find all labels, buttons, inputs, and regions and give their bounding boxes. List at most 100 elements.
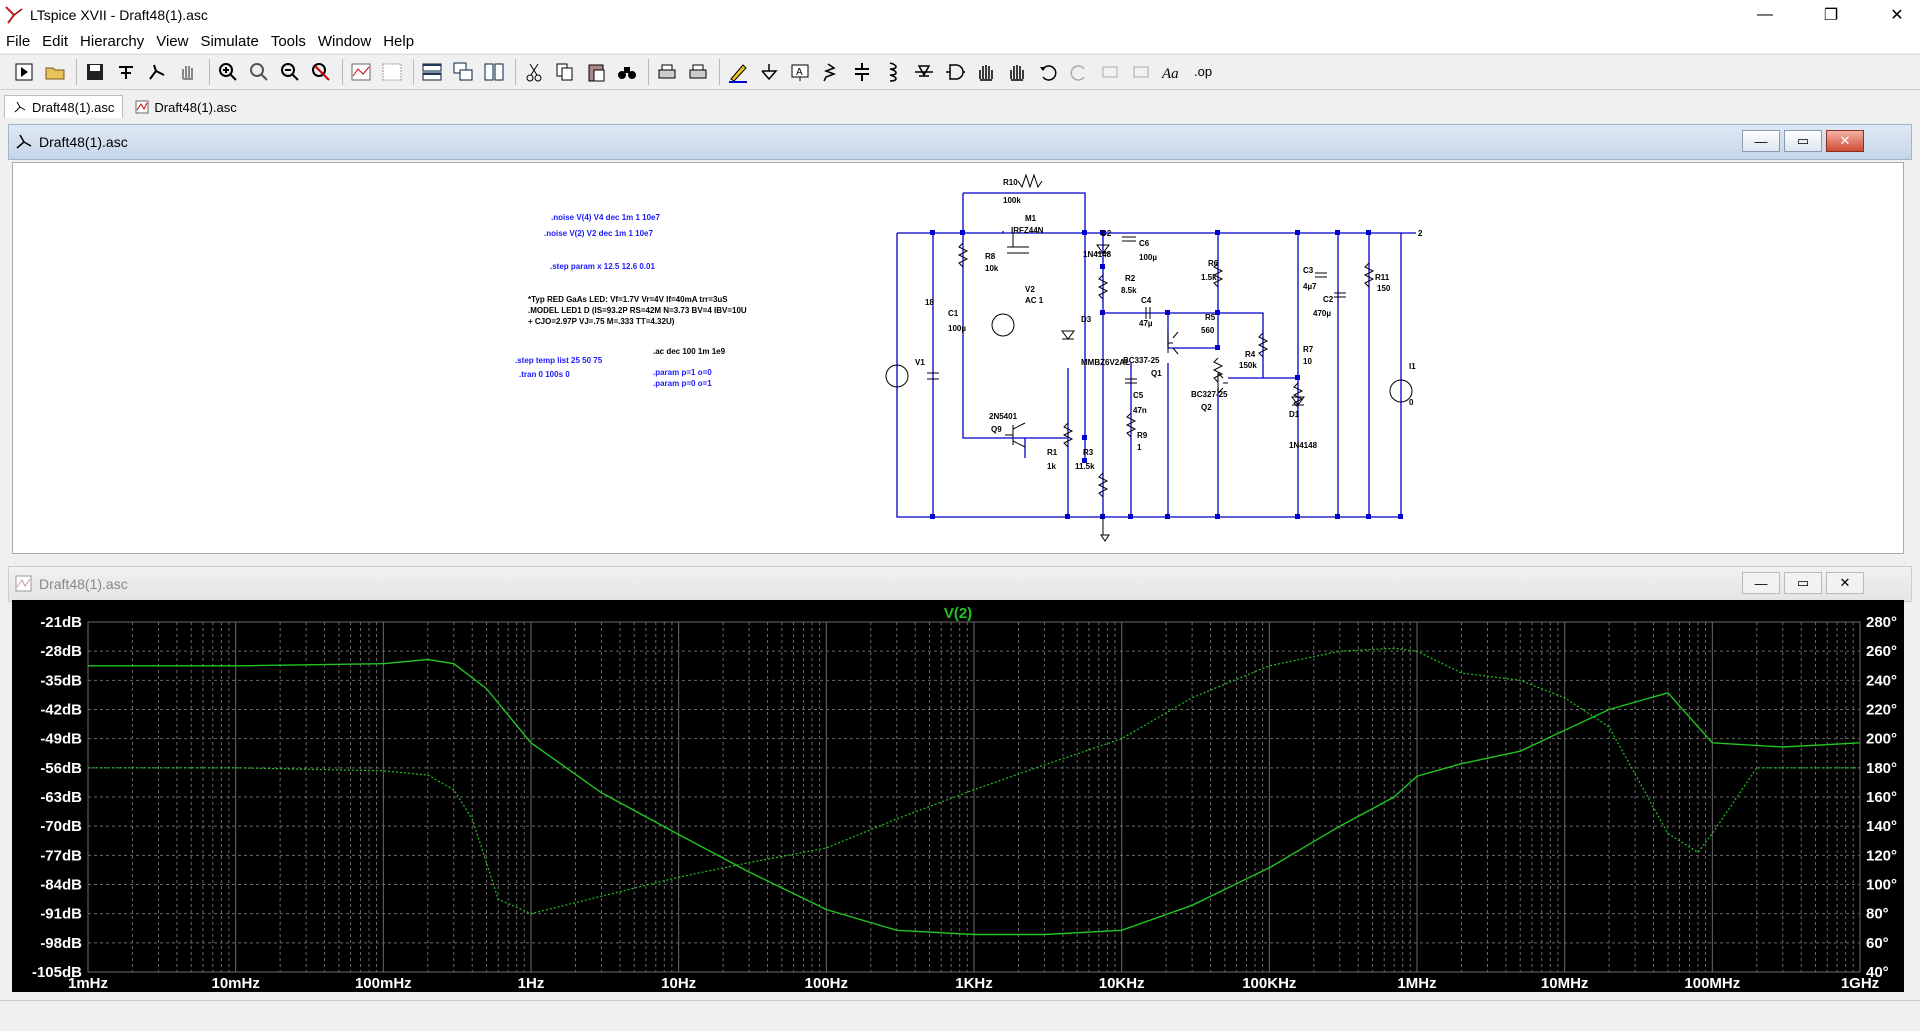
i1-name[interactable]: I1 [1409, 362, 1416, 371]
v1-value[interactable]: 18 [925, 298, 934, 307]
v2-value[interactable]: AC 1 [1025, 296, 1044, 305]
c2-name[interactable]: C2 [1323, 295, 1334, 304]
run-icon[interactable] [143, 58, 171, 86]
q2-value[interactable]: BC327-25 [1191, 390, 1228, 399]
menu-view[interactable]: View [156, 32, 189, 50]
d3-value[interactable]: MMBZ6V2AL [1081, 358, 1130, 367]
zoom-full-icon[interactable] [307, 58, 335, 86]
c1-value[interactable]: 100µ [948, 324, 966, 333]
tab-waveform[interactable]: Draft48(1).asc [127, 96, 244, 118]
pan-icon[interactable] [245, 58, 273, 86]
c3-value[interactable]: 4µ7 [1303, 282, 1317, 291]
move-hand-icon[interactable] [972, 58, 1000, 86]
menu-edit[interactable]: Edit [42, 32, 69, 50]
cascade-icon[interactable] [449, 58, 477, 86]
directive-ac[interactable]: .ac dec 100 1m 1e9 [653, 347, 726, 356]
menu-window[interactable]: Window [317, 32, 372, 50]
phase-trace[interactable] [88, 647, 1860, 915]
r11-value[interactable]: 150 [1377, 284, 1391, 293]
r9-value[interactable]: 1 [1137, 443, 1142, 452]
c3-name[interactable]: C3 [1303, 266, 1314, 275]
zoom-out-icon[interactable] [276, 58, 304, 86]
r4-value[interactable]: 150k [1239, 361, 1257, 370]
drag-hand-icon[interactable] [1003, 58, 1031, 86]
schematic-minimize-button[interactable]: — [1742, 130, 1780, 152]
zoom-in-icon[interactable] [214, 58, 242, 86]
directive-param-2[interactable]: .param p=0 o=1 [653, 379, 712, 388]
directive-noise-v4[interactable]: .noise V(4) V4 dec 1m 1 10e7 [551, 213, 660, 222]
r2-name[interactable]: R2 [1125, 274, 1136, 283]
r3-name[interactable]: R3 [1083, 448, 1094, 457]
schematic-window-titlebar[interactable]: Draft48(1).asc [8, 124, 1912, 160]
q1-name[interactable]: Q1 [1151, 369, 1162, 378]
copy-icon[interactable] [551, 58, 579, 86]
r11-name[interactable]: R11 [1375, 273, 1390, 282]
waveform-plot[interactable]: -21dB-28dB-35dB-42dB-49dB-56dB-63dB-70dB… [12, 600, 1904, 992]
d1-name[interactable]: D1 [1289, 410, 1300, 419]
r10-name[interactable]: R10 [1003, 178, 1018, 187]
save-icon[interactable] [81, 58, 109, 86]
tile-horizontal-icon[interactable] [418, 58, 446, 86]
ground-icon[interactable] [755, 58, 783, 86]
open-folder-icon[interactable] [41, 58, 69, 86]
r1-value[interactable]: 1k [1047, 462, 1056, 471]
r7-value[interactable]: 10 [1303, 357, 1312, 366]
close-button[interactable]: ✕ [1890, 6, 1904, 24]
capacitor-icon[interactable] [848, 58, 876, 86]
node-2-label[interactable]: 2 [1418, 229, 1423, 238]
r5-name[interactable]: R5 [1205, 313, 1216, 322]
directive-model-led1[interactable]: .MODEL LED1 D (IS=93.2P RS=42M N=3.73 BV… [528, 306, 747, 315]
q9-value[interactable]: 2N5401 [989, 412, 1018, 421]
minimize-button[interactable]: — [1757, 5, 1773, 23]
r7-name[interactable]: R7 [1303, 345, 1314, 354]
d3-name[interactable]: D3 [1081, 315, 1092, 324]
r5-value[interactable]: 560 [1201, 326, 1215, 335]
resistor-icon[interactable] [817, 58, 845, 86]
delete-trace-icon[interactable] [378, 58, 406, 86]
c4-value[interactable]: 47µ [1139, 319, 1153, 328]
tile-vertical-icon[interactable] [480, 58, 508, 86]
trace-title-v2[interactable]: V(2) [944, 605, 972, 622]
c4-name[interactable]: C4 [1141, 296, 1152, 305]
component-icon[interactable] [941, 58, 969, 86]
r2-value[interactable]: 8.5k [1121, 286, 1137, 295]
menu-simulate[interactable]: Simulate [200, 32, 259, 50]
q2-name[interactable]: Q2 [1201, 403, 1212, 412]
cut-icon[interactable] [520, 58, 548, 86]
menu-hierarchy[interactable]: Hierarchy [80, 32, 145, 50]
r3-value[interactable]: 11.5k [1075, 462, 1095, 471]
directive-led-comment[interactable]: *Typ RED GaAs LED: Vf=1.7V Vr=4V If=40mA… [528, 295, 728, 304]
inductor-icon[interactable] [879, 58, 907, 86]
rotate-icon[interactable] [1096, 58, 1124, 86]
schematic-maximize-button[interactable]: ▭ [1784, 130, 1822, 152]
d2-value[interactable]: 1N4148 [1083, 250, 1112, 259]
plot-maximize-button[interactable]: ▭ [1784, 572, 1822, 594]
undo-icon[interactable] [1034, 58, 1062, 86]
halt-hand-icon[interactable] [174, 58, 202, 86]
m1-name[interactable]: M1 [1025, 214, 1037, 223]
directive-model-led1-cont[interactable]: + CJO=2.97P VJ=.75 M=.333 TT=4.32U) [528, 317, 675, 326]
tab-schematic[interactable]: Draft48(1).asc [4, 95, 124, 118]
c5-value[interactable]: 47n [1133, 406, 1147, 415]
r9-name[interactable]: R9 [1137, 431, 1148, 440]
directive-step-temp[interactable]: .step temp list 25 50 75 [515, 356, 603, 365]
r6-name[interactable]: R6 [1208, 259, 1219, 268]
r8-name[interactable]: R8 [985, 252, 996, 261]
c6-value[interactable]: 100µ [1139, 253, 1157, 262]
directive-tran[interactable]: .tran 0 100s 0 [519, 370, 570, 379]
c6-name[interactable]: C6 [1139, 239, 1150, 248]
text-icon[interactable]: Aa [1158, 58, 1186, 86]
label-net-icon[interactable]: A [786, 58, 814, 86]
d1-value[interactable]: 1N4148 [1289, 441, 1318, 450]
m1-value[interactable]: IRFZ44N [1011, 226, 1044, 235]
i1-value[interactable]: 0 [1409, 398, 1414, 407]
v1-name[interactable]: V1 [915, 358, 925, 367]
directive-noise-v2[interactable]: .noise V(2) V2 dec 1m 1 10e7 [544, 229, 653, 238]
q9-name[interactable]: Q9 [991, 425, 1002, 434]
c1-name[interactable]: C1 [948, 309, 959, 318]
c5-name[interactable]: C5 [1133, 391, 1144, 400]
redo-icon[interactable] [1065, 58, 1093, 86]
menu-help[interactable]: Help [383, 32, 415, 50]
control-panel-icon[interactable] [112, 58, 140, 86]
find-binoculars-icon[interactable] [613, 58, 641, 86]
